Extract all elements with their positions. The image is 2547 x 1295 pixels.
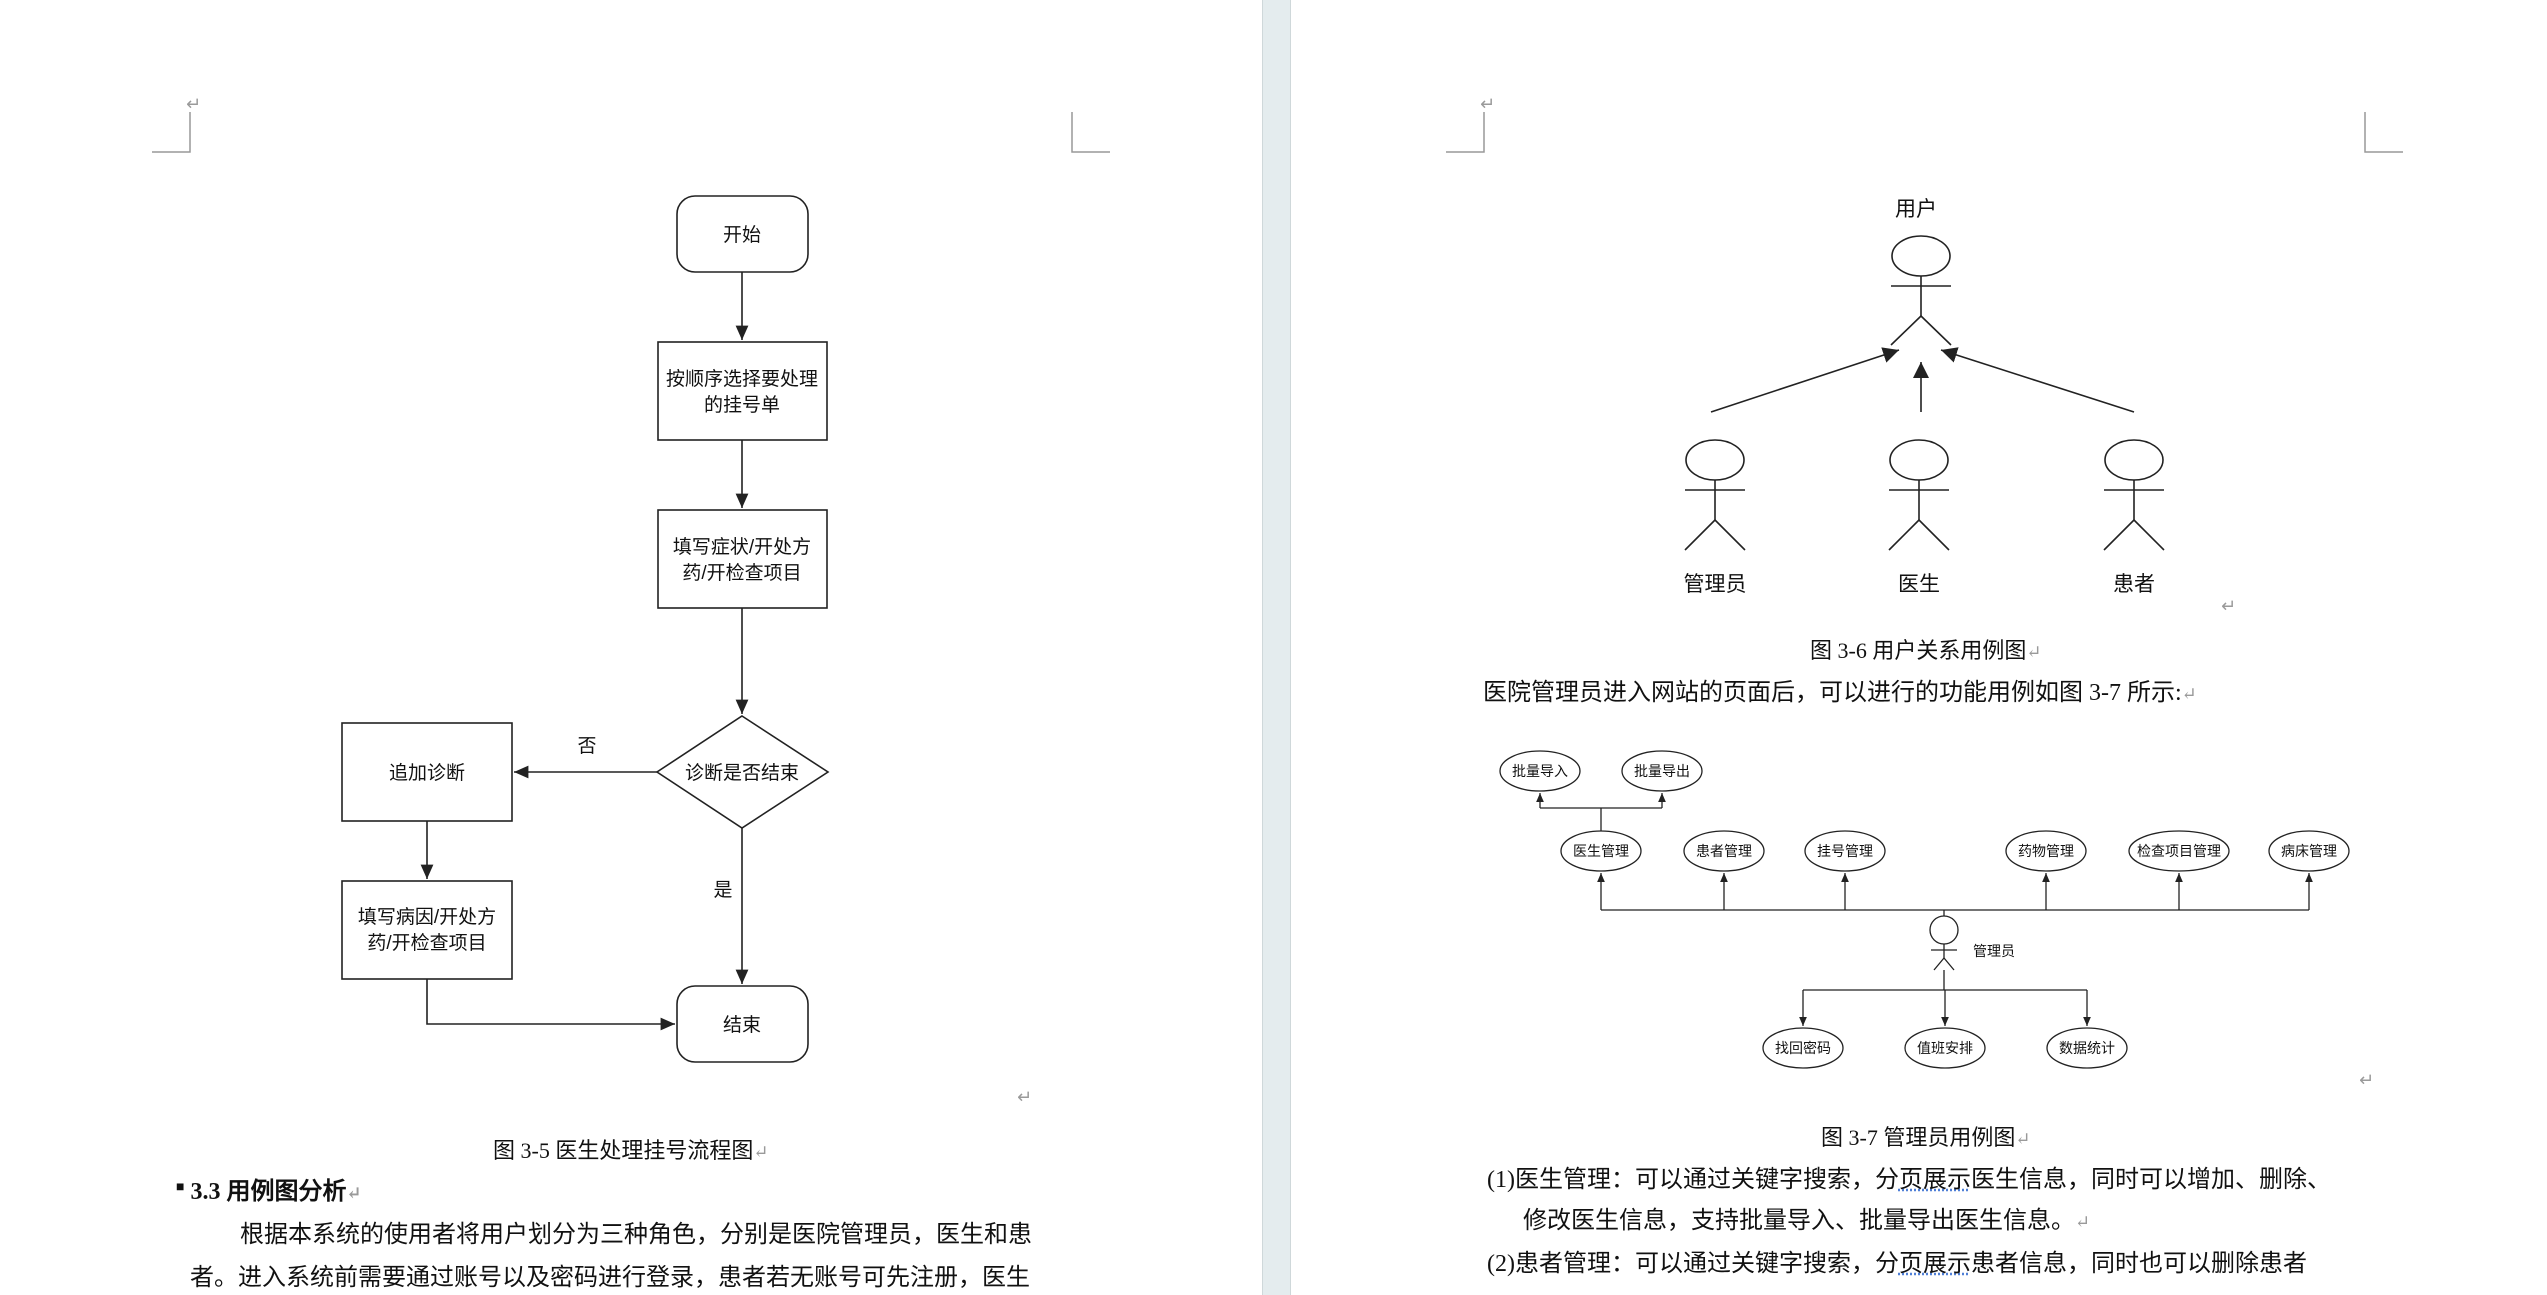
actor-user-label: 用户: [1895, 198, 1937, 221]
actor-admin-figure: [1684, 439, 1746, 551]
generalization-arrow: [1940, 347, 2135, 413]
actor-patient-label: 患者: [2113, 573, 2155, 596]
section-heading: ■ 3.3 用例图分析↵: [176, 1179, 362, 1205]
usecase-label: 批量导入: [1512, 763, 1568, 779]
flowchart-diagram: 开始 按顺序选择要处理 的挂号单 填写症状/开处方 药/开检查项目 诊断是否结束…: [341, 195, 830, 1063]
flow-step1-box: [657, 341, 828, 441]
actor-admin-small-label: 管理员: [1973, 943, 2015, 959]
page-corner-marks: [1446, 112, 2403, 153]
usecase-patient-management: [1683, 830, 1765, 872]
actor-doctor-figure: [1888, 439, 1950, 551]
user-relationship-diagram: 用户 管理员 医生 患者: [1684, 198, 2165, 596]
flow-add-diagnosis-label: 追加诊断: [389, 762, 465, 784]
flow-arrow: [426, 979, 675, 1031]
actor-patient-figure: [2103, 439, 2165, 551]
document-page-right: ↵: [1291, 0, 2547, 1295]
spellcheck-underlined-text[interactable]: 页展示: [1898, 1251, 1971, 1277]
usecase-label: 医生管理: [1573, 843, 1629, 859]
paragraph-mark: ↵: [2359, 1070, 2375, 1090]
list-item-patient-management: (2)患者管理：可以通过关键字搜索，分页展示患者信息，同时也可以删除患者: [1487, 1251, 2307, 1277]
page-gap-divider: [1290, 0, 1291, 1295]
list-item-doctor-management-cont: 修改医生信息，支持批量导入、批量导出医生信息。↵: [1523, 1208, 2091, 1234]
usecase-label: 挂号管理: [1817, 843, 1873, 859]
intro-paragraph: 医院管理员进入网站的页面后，可以进行的功能用例如图 3-7 所示:↵: [1483, 680, 2197, 706]
flow-step3-line1: 填写病因/开处方: [358, 906, 496, 928]
flow-decision-label: 诊断是否结束: [685, 762, 799, 784]
flow-step1-line1: 按顺序选择要处理: [666, 368, 818, 390]
actor-doctor-label: 医生: [1898, 573, 1940, 596]
flow-step2-line2: 药/开检查项目: [682, 562, 801, 584]
paragraph-mark: ↵: [1480, 94, 1496, 114]
paragraph-mark: ↵: [1017, 1087, 1033, 1107]
usecase-label: 病床管理: [2281, 843, 2337, 859]
paragraph-mark: ↵: [2221, 596, 2237, 616]
usecase-registration-management: [1804, 830, 1886, 872]
document-page-left: ↵ 开始 按顺序选择要处理 的挂号单: [0, 0, 1262, 1295]
usecase-duty-schedule: [1904, 1027, 1986, 1069]
usecase-batch-import: [1499, 750, 1581, 792]
usecase-data-statistics: [2046, 1027, 2128, 1069]
usecase-label: 批量导出: [1634, 763, 1690, 779]
flow-step2-box: [657, 509, 828, 609]
flow-start-label: 开始: [723, 224, 761, 246]
usecase-drug-management: [2005, 830, 2087, 872]
actor-admin-small: [1929, 915, 1959, 971]
usecase-label: 找回密码: [1775, 1040, 1831, 1056]
actor-admin-label: 管理员: [1684, 573, 1747, 596]
page-corner-marks: [152, 112, 1110, 153]
body-paragraph-line-1: 根据本系统的使用者将用户划分为三种角色，分别是医院管理员，医生和患: [240, 1222, 1032, 1248]
flow-yes-label: 是: [713, 880, 732, 901]
usecase-label: 检查项目管理: [2137, 843, 2221, 859]
usecase-label: 药物管理: [2018, 843, 2074, 859]
flow-end-node: [676, 985, 809, 1063]
figure-caption-3-7: 图 3-7 管理员用例图↵: [1821, 1125, 2031, 1150]
figure-caption-3-5: 图 3-5 医生处理挂号流程图↵: [493, 1138, 769, 1163]
flow-step1-line2: 的挂号单: [704, 394, 780, 416]
admin-usecase-diagram: 批量导入 批量导出 医生管理 患者管理 挂号管理 药物管理 检查项目管理 病床管…: [1499, 750, 2350, 1069]
spellcheck-underlined-text[interactable]: 页展示: [1898, 1167, 1971, 1193]
usecase-bed-management: [2268, 830, 2350, 872]
body-paragraph-line-2: 者。进入系统前需要通过账号以及密码进行登录，患者若无账号可先注册，医生: [190, 1265, 1030, 1291]
page-gap-divider: [1262, 0, 1263, 1295]
flow-end-label: 结束: [723, 1014, 761, 1036]
flow-add-diagnosis-box: [341, 722, 513, 822]
usecase-exam-item-management: [2128, 830, 2230, 872]
usecase-label: 数据统计: [2059, 1040, 2115, 1056]
list-item-doctor-management: (1)医生管理：可以通过关键字搜索，分页展示医生信息，同时可以增加、删除、: [1487, 1167, 2331, 1193]
usecase-label: 患者管理: [1696, 843, 1752, 859]
generalization-arrow: [1710, 347, 1900, 413]
flow-step2-line1: 填写症状/开处方: [673, 536, 811, 558]
flow-step3-line2: 药/开检查项目: [367, 932, 486, 954]
usecase-recover-password: [1762, 1027, 1844, 1069]
usecase-batch-export: [1621, 750, 1703, 792]
flow-no-label: 否: [577, 736, 596, 757]
actor-user-figure: [1890, 235, 1952, 346]
flow-step3-box: [341, 880, 513, 980]
paragraph-mark: ↵: [186, 94, 202, 114]
figure-caption-3-6: 图 3-6 用户关系用例图↵: [1810, 638, 2042, 663]
usecase-label: 值班安排: [1917, 1040, 1973, 1056]
